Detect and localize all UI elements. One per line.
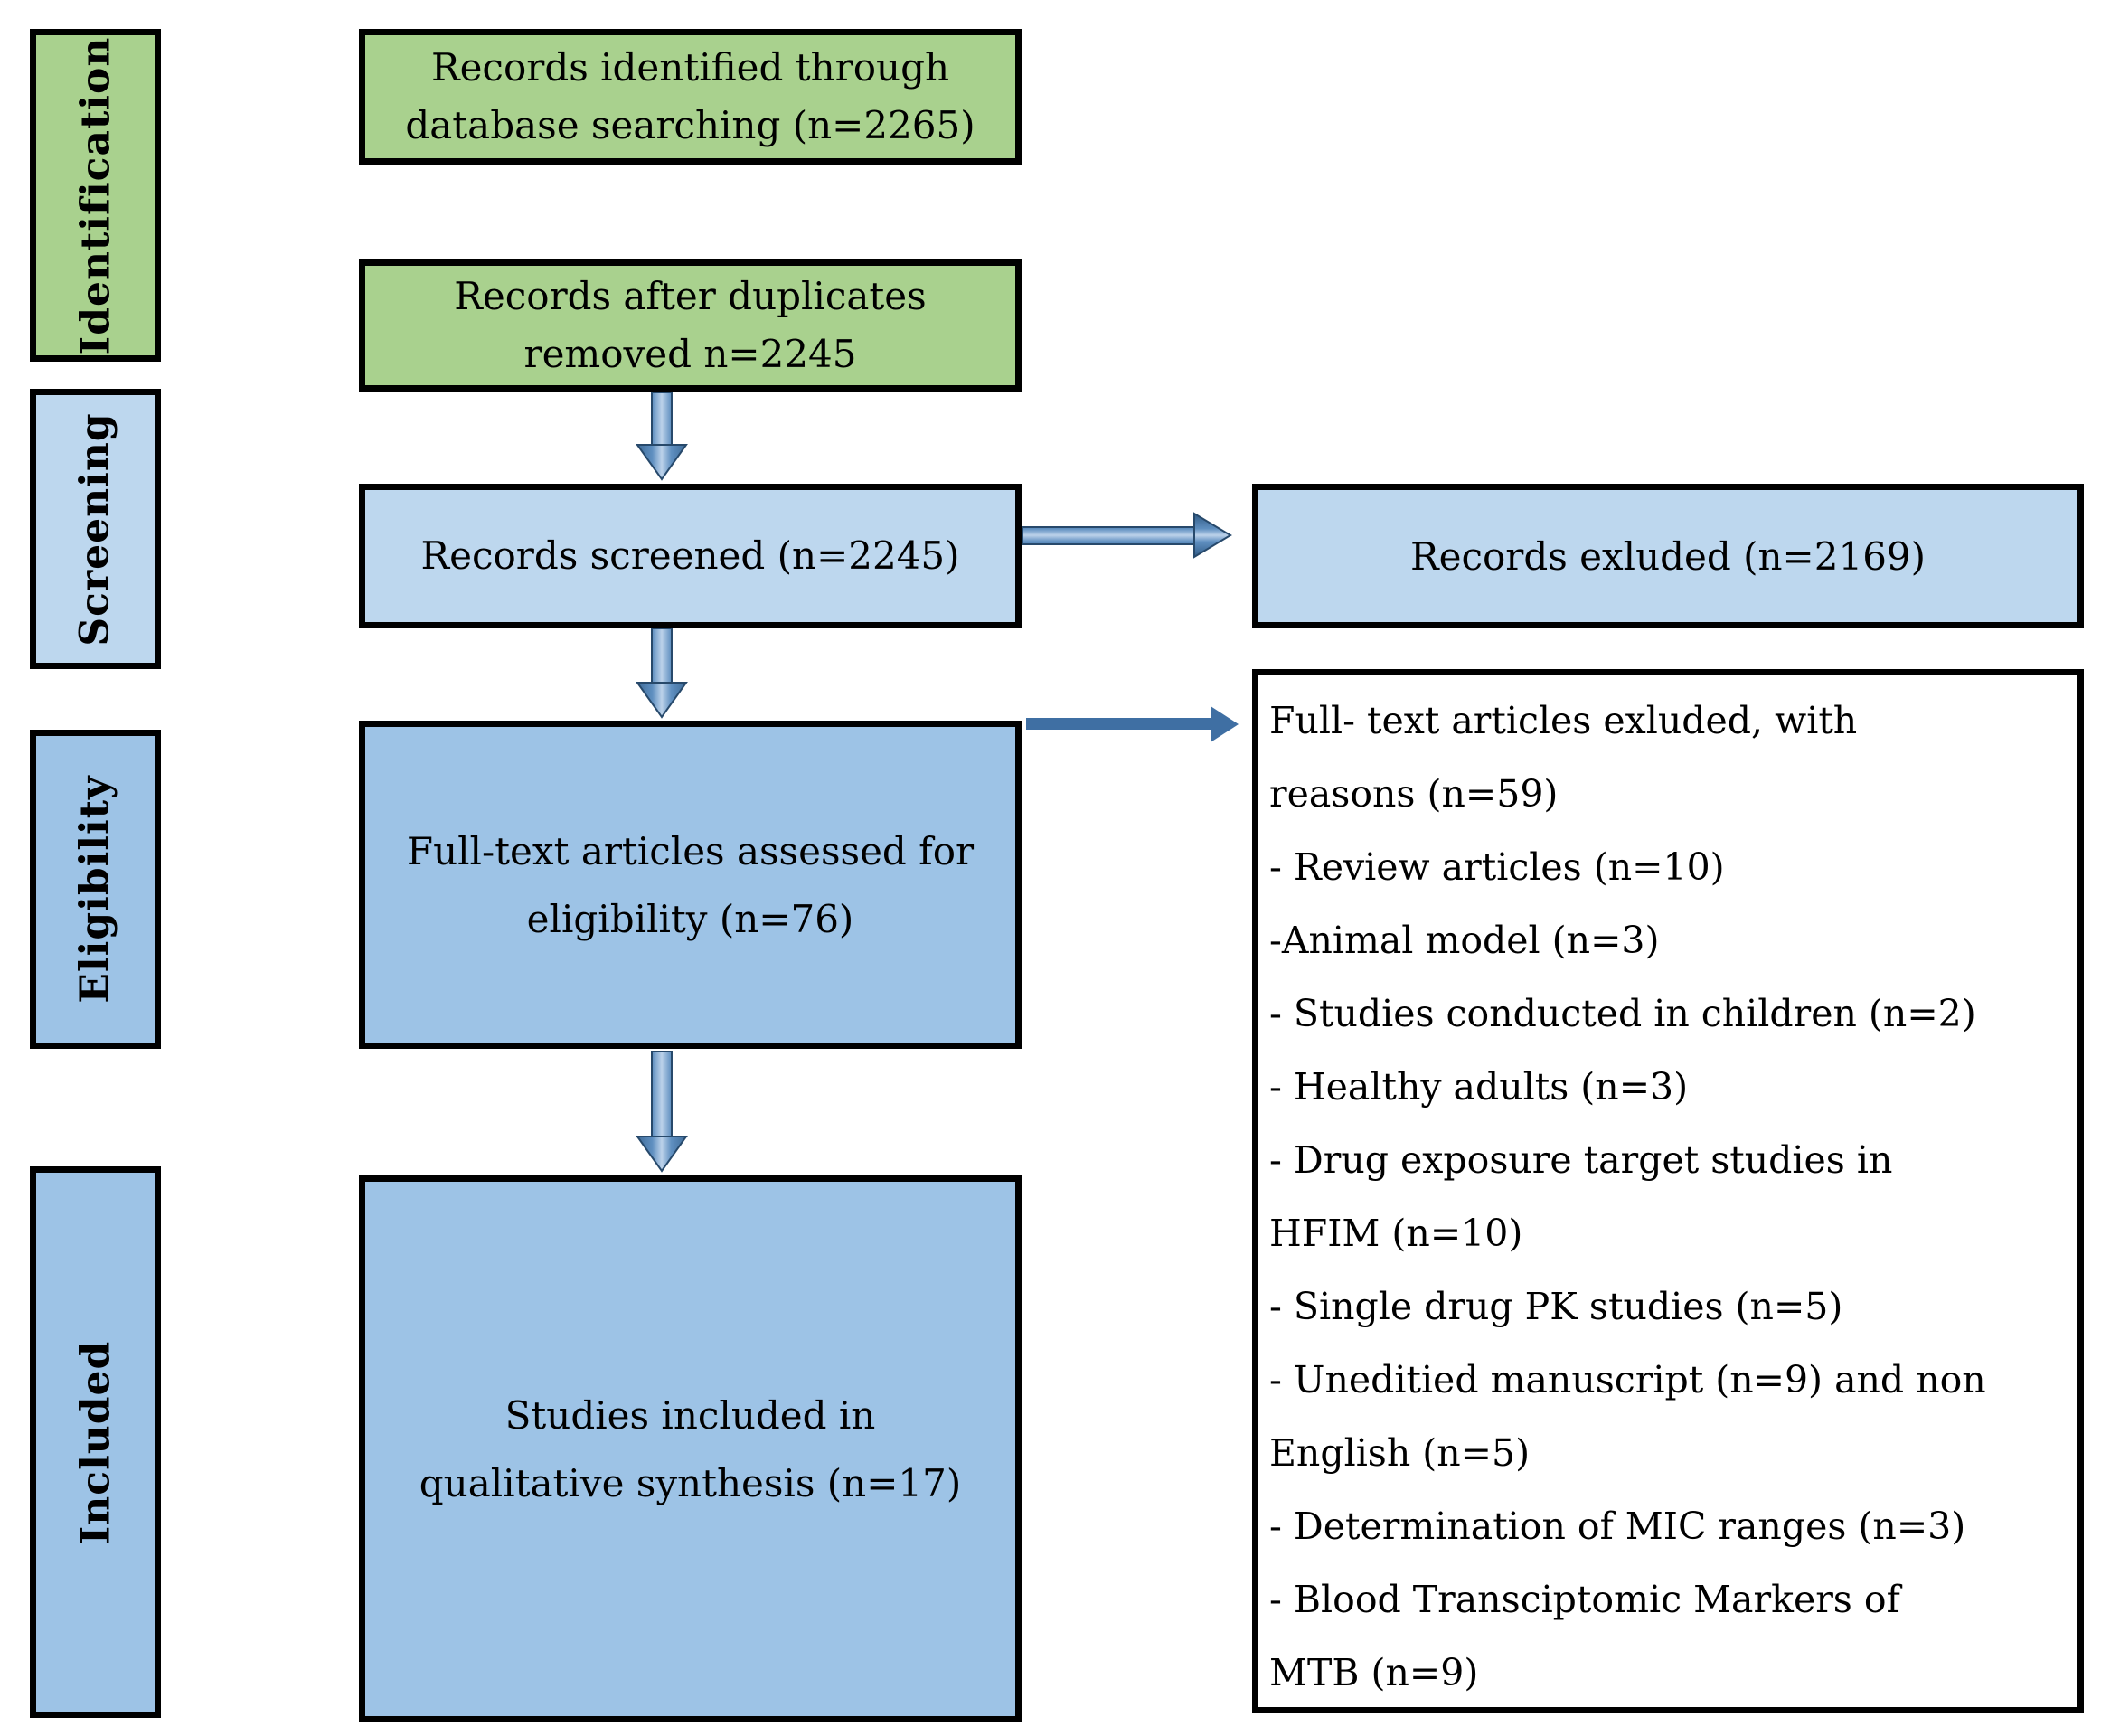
stage-label-text: Eligibility bbox=[72, 775, 118, 1004]
stage-label-included: Included bbox=[30, 1166, 161, 1718]
right-arrow-reasons-icon bbox=[1026, 706, 1239, 742]
stage-label-screening: Screening bbox=[30, 389, 161, 669]
side-box-records-excluded: Records exluded (n=2169) bbox=[1252, 484, 2084, 628]
stage-label-eligibility: Eligibility bbox=[30, 730, 161, 1049]
flow-box-records-screened: Records screened (n=2245) bbox=[359, 484, 1022, 628]
stage-label-identification: Identification bbox=[30, 29, 161, 362]
down-arrow-1-icon bbox=[636, 392, 688, 481]
down-arrow-2-icon bbox=[636, 628, 688, 719]
stage-label-text: Included bbox=[72, 1340, 118, 1544]
stage-label-text: Screening bbox=[72, 411, 119, 646]
side-box-text: Records exluded (n=2169) bbox=[1409, 533, 1927, 579]
flow-box-text: Records screened (n=2245) bbox=[420, 533, 960, 578]
right-arrow-excluded-icon bbox=[1022, 512, 1232, 559]
down-arrow-3-icon bbox=[636, 1051, 688, 1173]
stage-label-text: Identification bbox=[72, 36, 119, 354]
